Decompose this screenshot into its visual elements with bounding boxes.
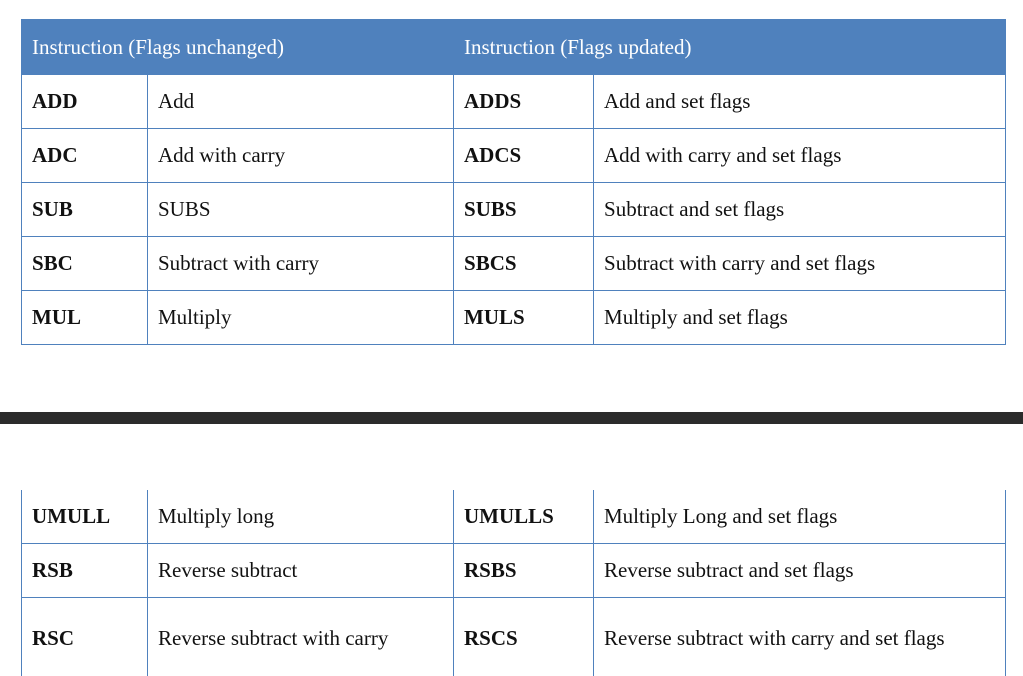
table-row: ADD Add ADDS Add and set flags: [21, 74, 1007, 129]
instruction-code: SUB: [21, 182, 148, 237]
instruction-code: MUL: [21, 290, 148, 345]
table-row: SUB SUBS SUBS Subtract and set flags: [21, 182, 1007, 237]
page-top: Instruction (Flags unchanged) Instructio…: [0, 0, 1023, 345]
instruction-code-setflags: SBCS: [453, 236, 595, 291]
instruction-description-setflags: Subtract and set flags: [593, 182, 1007, 237]
instruction-code-setflags: ADDS: [453, 74, 595, 129]
table-row: RSB Reverse subtract RSBS Reverse subtra…: [21, 543, 1006, 598]
header-flags-unchanged: Instruction (Flags unchanged): [20, 19, 455, 75]
instruction-description: SUBS: [146, 182, 455, 237]
instruction-code: UMULL: [21, 490, 148, 544]
table-header-row: Instruction (Flags unchanged) Instructio…: [20, 19, 1007, 75]
page-separator: [0, 412, 1023, 424]
instruction-description: Multiply: [146, 290, 455, 345]
instruction-description-setflags: Add with carry and set flags: [593, 128, 1007, 183]
instruction-description: Reverse subtract: [147, 543, 454, 598]
instruction-description: Multiply long: [147, 490, 454, 544]
instruction-code-setflags: ADCS: [453, 128, 595, 183]
instruction-code-setflags: SUBS: [453, 182, 595, 237]
cutoff-caption-fragment: [0, 0, 1023, 4]
instruction-description-setflags: Multiply Long and set flags: [593, 490, 1006, 544]
instruction-table-top: Instruction (Flags unchanged) Instructio…: [20, 19, 1007, 345]
header-flags-updated: Instruction (Flags updated): [453, 19, 1007, 75]
instruction-description-setflags: Subtract with carry and set flags: [593, 236, 1007, 291]
instruction-description: Add with carry: [146, 128, 455, 183]
instruction-description: Subtract with carry: [146, 236, 455, 291]
instruction-description: Add: [146, 74, 455, 129]
instruction-code: RSC: [21, 597, 148, 676]
instruction-description: Reverse subtract with carry: [147, 597, 454, 676]
instruction-description-setflags: Multiply and set flags: [593, 290, 1007, 345]
table-row: SBC Subtract with carry SBCS Subtract wi…: [21, 236, 1007, 291]
instruction-description-setflags: Reverse subtract and set flags: [593, 543, 1006, 598]
instruction-table-bottom: UMULL Multiply long UMULLS Multiply Long…: [21, 490, 1006, 676]
instruction-description-setflags: Reverse subtract with carry and set flag…: [593, 597, 1006, 676]
instruction-description-setflags: Add and set flags: [593, 74, 1007, 129]
page-bottom: UMULL Multiply long UMULLS Multiply Long…: [0, 424, 1023, 676]
instruction-code: RSB: [21, 543, 148, 598]
instruction-code-setflags: RSBS: [453, 543, 594, 598]
table-row: ADC Add with carry ADCS Add with carry a…: [21, 128, 1007, 183]
table-row: UMULL Multiply long UMULLS Multiply Long…: [21, 490, 1006, 544]
table-row: MUL Multiply MULS Multiply and set flags: [21, 290, 1007, 345]
instruction-code-setflags: UMULLS: [453, 490, 594, 544]
instruction-code: SBC: [21, 236, 148, 291]
instruction-code-setflags: MULS: [453, 290, 595, 345]
instruction-code: ADD: [21, 74, 148, 129]
instruction-code: ADC: [21, 128, 148, 183]
instruction-code-setflags: RSCS: [453, 597, 594, 676]
table-row: RSC Reverse subtract with carry RSCS Rev…: [21, 597, 1006, 676]
